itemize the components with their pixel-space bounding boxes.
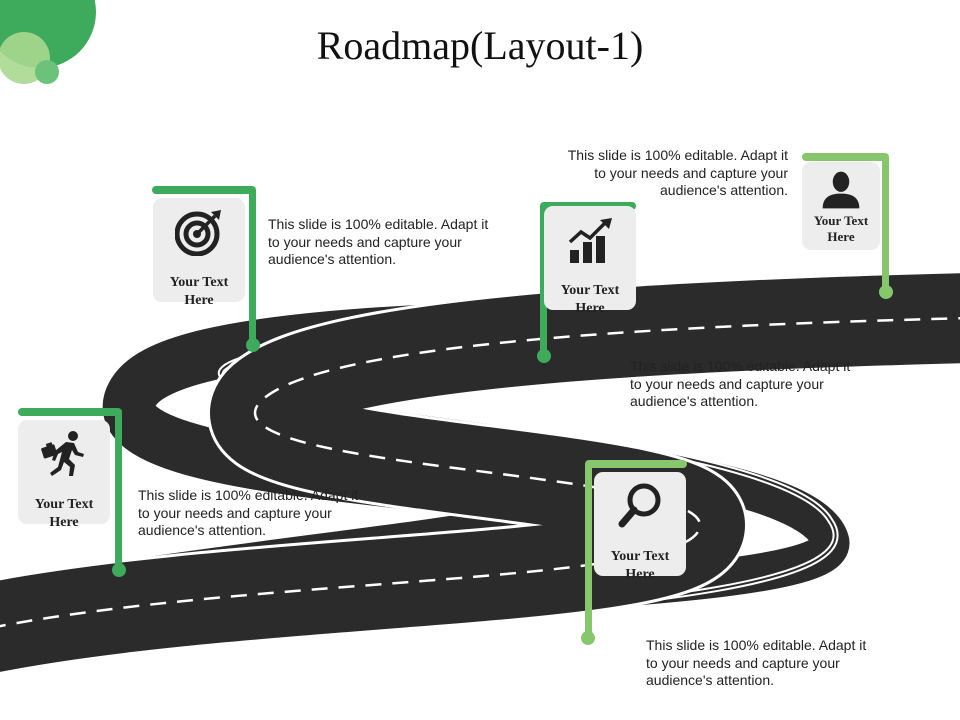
milestone-description-1: This slide is 100% editable. Adapt it to…	[138, 487, 359, 538]
milestone-card-4: Your Text Here	[544, 206, 636, 316]
milestone-label-2-line2: Here	[184, 293, 214, 308]
connector-1	[18, 408, 126, 577]
milestone-card-5: Your Text Here	[802, 162, 880, 250]
magnifier-icon	[618, 483, 661, 528]
milestone-card-1: Your Text Here	[18, 420, 110, 530]
road	[0, 270, 960, 675]
connector-5	[802, 153, 893, 299]
milestone-label-4: Your Text Here	[544, 282, 636, 318]
growth-chart-icon	[568, 218, 612, 263]
user-icon	[822, 171, 860, 209]
milestone-label-4-line1: Your Text	[560, 283, 620, 298]
milestone-description-4: This slide is 100% editable. Adapt it to…	[630, 358, 851, 409]
milestone-description-3: This slide is 100% editable. Adapt it to…	[646, 637, 867, 688]
connector-2	[152, 186, 260, 352]
milestone-label-1-line1: Your Text	[34, 497, 94, 512]
connector-3	[581, 460, 687, 645]
milestone-label-2: Your Text Here	[153, 274, 245, 310]
milestone-label-3-line1: Your Text	[610, 549, 670, 564]
running-man-icon	[41, 431, 84, 476]
milestone-description-2: This slide is 100% editable. Adapt it to…	[268, 216, 489, 267]
milestone-label-1-line2: Here	[49, 515, 79, 530]
milestone-description-5: This slide is 100% editable. Adapt it to…	[567, 147, 788, 198]
milestone-card-2: Your Text Here	[153, 198, 245, 308]
milestone-label-3: Your Text Here	[594, 548, 686, 584]
milestone-label-5: Your Text Here	[802, 213, 880, 245]
decorative-circles	[0, 0, 96, 84]
milestone-label-3-line2: Here	[625, 567, 655, 582]
milestone-card-3: Your Text Here	[594, 472, 686, 582]
milestone-label-5-line1: Your Text	[813, 213, 869, 228]
target-icon	[175, 210, 221, 256]
milestone-label-1: Your Text Here	[18, 496, 110, 532]
milestone-label-5-line2: Here	[827, 229, 855, 244]
milestone-label-2-line1: Your Text	[169, 275, 229, 290]
milestone-label-4-line2: Here	[575, 301, 605, 316]
page-title: Roadmap(Layout-1)	[316, 23, 644, 68]
